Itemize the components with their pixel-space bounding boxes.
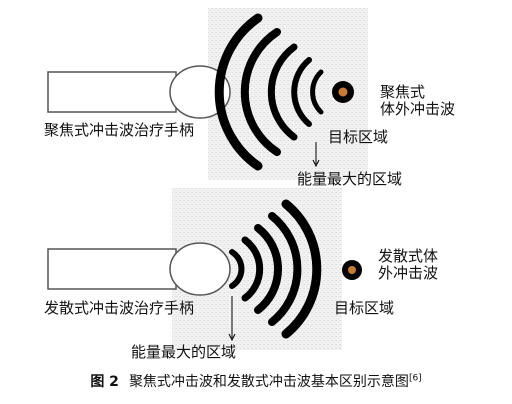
radial-wave-label-line1: 发散式体 bbox=[378, 247, 439, 265]
figure-caption: 图 2 聚焦式冲击波和发散式冲击波基本区别示意图[6] bbox=[0, 371, 512, 391]
radial-handle-label: 发散式冲击波治疗手柄 bbox=[44, 299, 195, 317]
focused-target-label: 目标区域 bbox=[328, 128, 389, 146]
wave-arc bbox=[241, 236, 264, 302]
radial-max-energy-label: 能量最大的区域 bbox=[131, 343, 237, 361]
caption-citation: [6] bbox=[408, 373, 422, 384]
radial-panel bbox=[47, 188, 362, 350]
arrow-head bbox=[312, 159, 320, 168]
wave-arc bbox=[254, 224, 283, 314]
focused-panel bbox=[47, 8, 368, 180]
wave-arc bbox=[229, 249, 245, 289]
wave-arc bbox=[214, 13, 263, 171]
handle-shaft bbox=[47, 248, 177, 290]
wave-arc bbox=[240, 28, 281, 156]
focused-wave-label-line1: 聚焦式 bbox=[380, 83, 426, 101]
arrow-head bbox=[228, 333, 236, 342]
wave-arc bbox=[291, 57, 312, 127]
handle-head bbox=[169, 65, 231, 119]
figure-number: 图 2 bbox=[90, 374, 119, 390]
wave-arc bbox=[267, 43, 298, 141]
wave-arc bbox=[310, 69, 324, 115]
target-icon bbox=[348, 266, 356, 274]
focused-wave-label-line2: 体外冲击波 bbox=[380, 100, 456, 118]
focused-wave-arcs bbox=[214, 13, 324, 171]
handle-shaft bbox=[47, 71, 177, 113]
focused-handle-label: 聚焦式冲击波治疗手柄 bbox=[44, 121, 195, 139]
focused-max-energy-label: 能量最大的区域 bbox=[297, 170, 403, 188]
radial-wave-label-line2: 外冲击波 bbox=[378, 264, 439, 282]
target-icon bbox=[338, 87, 348, 97]
caption-text: 聚焦式冲击波和发散式冲击波基本区别示意图 bbox=[128, 374, 409, 390]
handle-head bbox=[169, 242, 231, 296]
radial-wave-arcs bbox=[229, 199, 322, 339]
wave-arc bbox=[268, 212, 302, 326]
wave-arc bbox=[281, 199, 322, 339]
radial-target-label: 目标区域 bbox=[334, 299, 395, 317]
